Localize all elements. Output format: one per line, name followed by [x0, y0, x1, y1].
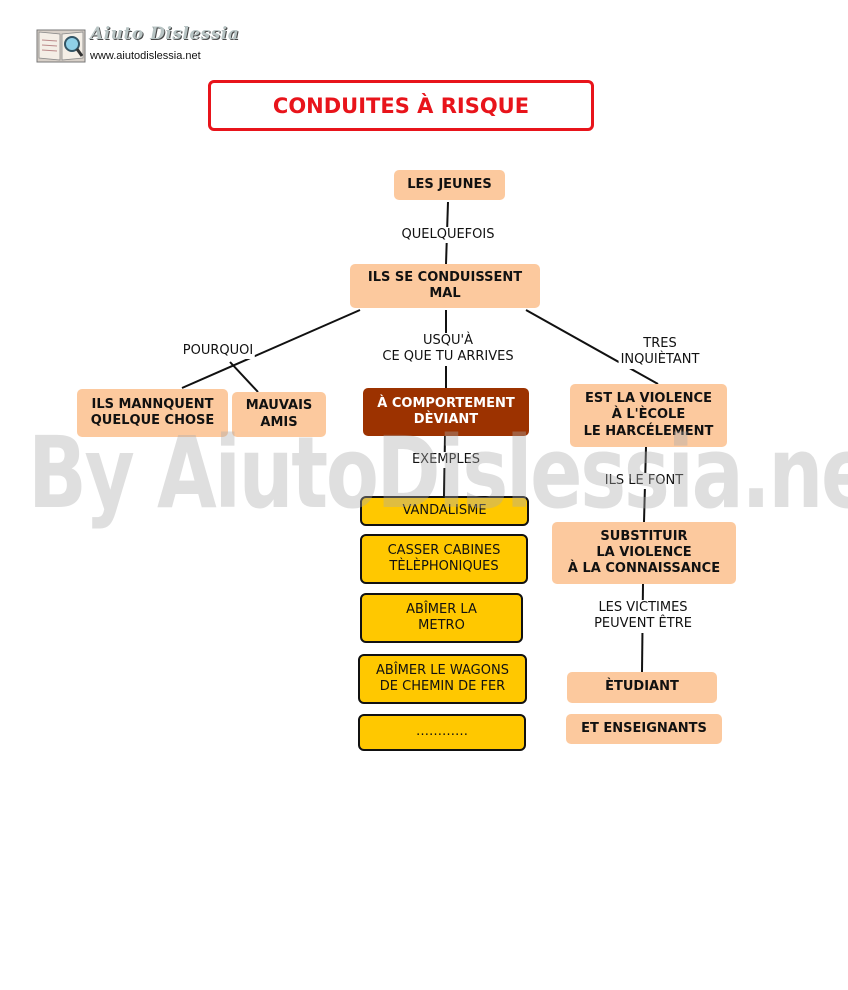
node-dots: …………: [358, 714, 526, 751]
node-abimer-metro: ABÎMER LA METRO: [360, 593, 523, 643]
logo: Aiuto Dislessia www.aiutodislessia.net: [36, 24, 239, 68]
label-pourquoi: POURQUOI: [180, 343, 256, 360]
label-font: ILS LE FONT: [602, 473, 686, 490]
label-exemples: EXEMPLES: [409, 452, 483, 469]
logo-title: Aiuto Dislessia: [90, 24, 240, 44]
node-enseignants: ET ENSEIGNANTS: [566, 714, 722, 744]
label-inquietant: TRES INQUIÈTANT: [618, 336, 702, 369]
node-abimer-wagons: ABÎMER LE WAGONS DE CHEMIN DE FER: [358, 654, 527, 704]
node-etudiant: ÈTUDIANT: [567, 672, 717, 703]
node-les-jeunes: LES JEUNES: [394, 170, 505, 200]
node-violence: EST LA VIOLENCE À L'ÈCOLE LE HARCÉLEMENT: [570, 384, 727, 447]
node-ils-mannquent: ILS MANNQUENT QUELQUE CHOSE: [77, 389, 228, 437]
node-ils-se-conduissent: ILS SE CONDUISSENT MAL: [350, 264, 540, 308]
node-casser-cabines: CASSER CABINES TÈLÈPHONIQUES: [360, 534, 528, 584]
label-victimes: LES VICTIMES PEUVENT ÊTRE: [592, 600, 694, 633]
node-substituir: SUBSTITUIR LA VIOLENCE À LA CONNAISSANCE: [552, 522, 736, 584]
logo-url: www.aiutodislessia.net: [90, 50, 201, 62]
node-vandalisme: VANDALISME: [360, 496, 529, 526]
node-comportement-deviant: À COMPORTEMENT DÈVIANT: [363, 388, 529, 436]
node-mauvais-amis: MAUVAIS AMIS: [232, 392, 326, 437]
label-jusqua: USQU'À CE QUE TU ARRIVES: [380, 333, 516, 366]
label-quelquefois: QUELQUEFOIS: [399, 227, 497, 244]
book-magnifier-icon: [36, 29, 86, 63]
page-title: CONDUITES À RISQUE: [208, 80, 594, 131]
line-conduissent-mannquent: [181, 309, 361, 389]
line-conduissent-violence: [525, 309, 659, 385]
line-pourquoi-mauvais: [229, 361, 259, 393]
